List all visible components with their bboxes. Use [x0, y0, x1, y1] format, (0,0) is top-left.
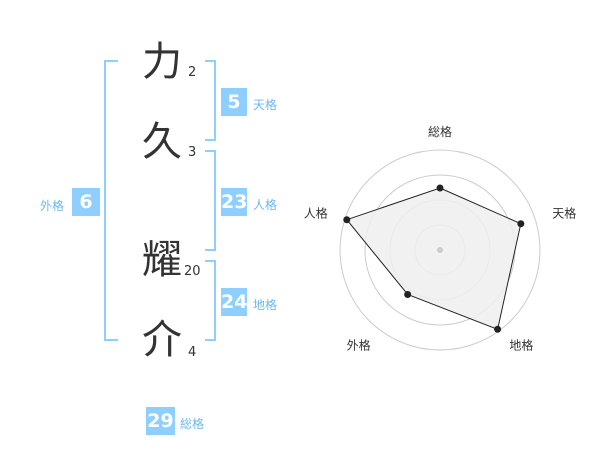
radar-axis-label: 地格 [509, 337, 533, 352]
chikaku-bracket [205, 260, 216, 341]
radar-point [436, 184, 444, 192]
soukaku-label: 総格 [180, 417, 205, 431]
char-3-strokes: 20 [184, 264, 201, 279]
radar-axis-label: 外格 [347, 337, 371, 352]
radar-point [343, 216, 351, 224]
jinkaku-label: 人格 [253, 198, 278, 212]
radar-point [404, 290, 412, 298]
tenkaku-value: 5 [221, 88, 247, 116]
char-1: 力 [142, 39, 182, 85]
char-2-strokes: 3 [188, 145, 197, 160]
tenkaku-bracket [205, 60, 216, 141]
char-1-strokes: 2 [188, 65, 197, 80]
gaikaku-bracket [104, 60, 118, 341]
chikaku-label: 地格 [253, 298, 278, 312]
radar-point [517, 220, 525, 228]
radar-point [494, 325, 502, 333]
radar-axis-label: 総格 [428, 124, 452, 139]
chikaku-value: 24 [221, 288, 247, 316]
soukaku-value: 29 [146, 407, 175, 435]
tenkaku-label: 天格 [253, 98, 278, 112]
gaikaku-label: 外格 [40, 199, 65, 213]
gaikaku-value: 6 [72, 188, 100, 216]
radar-ring [339, 149, 541, 351]
char-2: 久 [142, 119, 182, 165]
jinkaku-bracket [205, 150, 216, 251]
char-4: 介 [142, 317, 182, 363]
jinkaku-value: 23 [221, 188, 247, 216]
radar-polygon [345, 187, 522, 330]
radar-axis-label: 天格 [552, 206, 576, 221]
char-4-strokes: 4 [188, 345, 197, 360]
radar-center [437, 247, 443, 253]
radar-axis-label: 人格 [304, 206, 328, 221]
char-3: 耀 [142, 237, 182, 283]
